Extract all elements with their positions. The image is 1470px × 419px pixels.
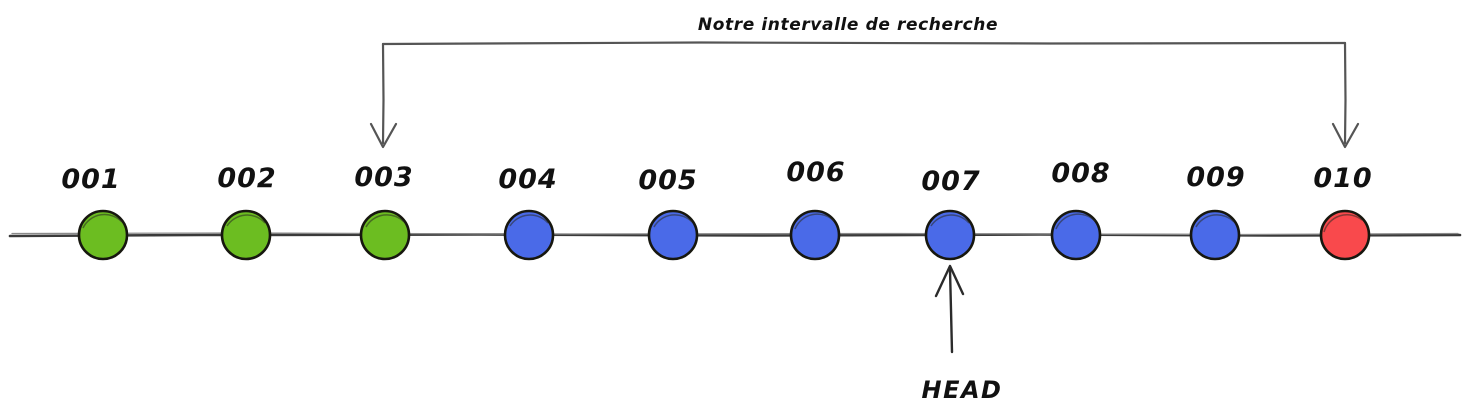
node-001[interactable]: 001: [61, 164, 129, 261]
node-002-label: 002: [217, 163, 276, 194]
node-005-circle[interactable]: [647, 209, 699, 261]
node-010[interactable]: 010: [1313, 163, 1372, 261]
node-005-label: 005: [638, 165, 697, 196]
node-009-sketch-stroke: [1195, 214, 1235, 228]
node-003-sketch-stroke: [365, 214, 405, 228]
node-010-label: 010: [1313, 163, 1372, 194]
node-004-label: 004: [498, 164, 557, 195]
node-006-circle[interactable]: [789, 209, 841, 261]
search-range-label: Notre intervalle de recherche: [698, 15, 998, 35]
bracket-right-arm: [1343, 41, 1347, 145]
node-007[interactable]: 007: [921, 166, 980, 261]
head-arrow-line: [948, 268, 954, 354]
node-005-sketch-stroke: [653, 214, 693, 228]
node-003[interactable]: 003: [354, 162, 413, 261]
node-004-sketch-stroke: [509, 214, 549, 227]
node-002-sketch-stroke: [226, 214, 266, 227]
head-arrow-head: [934, 264, 965, 298]
node-003-circle[interactable]: [359, 209, 411, 261]
node-004-circle[interactable]: [503, 209, 555, 261]
node-010-circle[interactable]: [1319, 209, 1371, 261]
node-002-circle[interactable]: [220, 209, 272, 261]
search-range-bracket: [369, 41, 1360, 149]
node-007-label: 007: [921, 166, 980, 197]
node-008-sketch-stroke: [1055, 213, 1096, 230]
bracket-right-arrowhead: [1331, 122, 1360, 149]
node-010-sketch-stroke: [1323, 214, 1363, 233]
node-009-label: 009: [1186, 162, 1245, 193]
node-004[interactable]: 004: [498, 164, 557, 261]
bracket-top-line: [381, 41, 1347, 46]
node-006-sketch-stroke: [794, 213, 835, 230]
node-009-circle[interactable]: [1189, 209, 1241, 261]
node-007-sketch-stroke: [930, 214, 970, 227]
node-006-label: 006: [786, 157, 845, 188]
node-003-label: 003: [354, 162, 413, 193]
timeline-axis-line-sketch: [11, 232, 1459, 236]
node-008[interactable]: 008: [1050, 158, 1110, 261]
node-002[interactable]: 002: [217, 163, 276, 261]
node-008-label: 008: [1051, 158, 1110, 189]
timeline-axis: [8, 232, 1462, 238]
node-007-circle[interactable]: [924, 209, 976, 261]
bracket-left-arrowhead: [369, 122, 398, 149]
node-001-sketch-stroke: [82, 213, 123, 229]
node-009[interactable]: 009: [1186, 162, 1245, 261]
node-008-circle[interactable]: [1050, 209, 1102, 261]
timeline-axis-line: [8, 233, 1462, 238]
node-001-label: 001: [61, 164, 120, 195]
node-006[interactable]: 006: [786, 157, 845, 261]
head-label: HEAD: [922, 376, 1003, 404]
node-001-circle[interactable]: [77, 209, 129, 261]
head-pointer: [934, 264, 965, 354]
bracket-left-arm: [381, 42, 385, 145]
node-005[interactable]: 005: [638, 165, 699, 261]
